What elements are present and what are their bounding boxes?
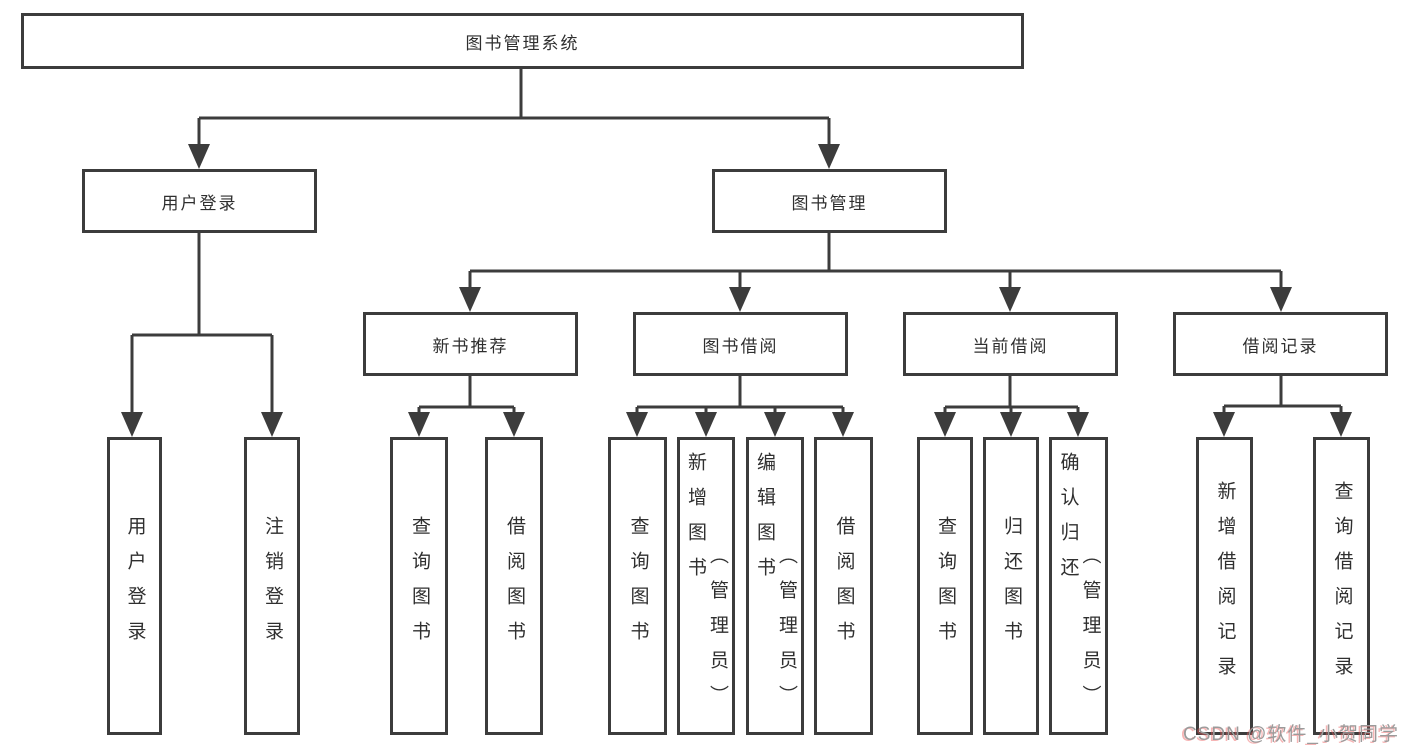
leaf-borrow-books-recommend-label: 借阅图书: [503, 516, 525, 656]
leaf-edit-books-admin: 编辑图书 （管理员）: [746, 437, 804, 735]
leaf-add-borrow-record-label: 新增借阅记录: [1214, 481, 1236, 691]
node-root: 图书管理系统: [21, 13, 1024, 69]
node-current-borrow: 当前借阅: [903, 312, 1118, 376]
node-book-borrow-label: 图书借阅: [702, 336, 779, 356]
leaf-query-books-borrow-label: 查询图书: [627, 516, 649, 656]
node-current-borrow-label: 当前借阅: [972, 336, 1049, 356]
leaf-query-books-recommend: 查询图书: [390, 437, 448, 735]
leaf-user-login: 用户登录: [107, 437, 162, 735]
leaf-query-borrow-record: 查询借阅记录: [1313, 437, 1370, 735]
leaf-add-books-admin: 新增图书 （管理员）: [677, 437, 735, 735]
leaf-return-books-label: 归还图书: [1000, 516, 1022, 656]
watermark: CSDN @软件_小贺同学: [1183, 724, 1399, 745]
node-borrow-records-label: 借阅记录: [1242, 336, 1319, 356]
leaf-query-books-recommend-label: 查询图书: [408, 516, 430, 656]
leaf-logout-label: 注销登录: [261, 516, 283, 656]
leaf-edit-books-admin-line2: （管理员）: [775, 545, 797, 720]
node-user-login: 用户登录: [82, 169, 317, 233]
leaf-return-books: 归还图书: [983, 437, 1039, 735]
leaf-add-books-admin-line1: 新增图书: [685, 452, 706, 592]
node-book-management-label: 图书管理: [791, 193, 868, 213]
leaf-add-borrow-record: 新增借阅记录: [1196, 437, 1253, 735]
leaf-query-borrow-record-label: 查询借阅记录: [1331, 481, 1353, 691]
leaf-confirm-return-admin-line1: 确认归还: [1057, 452, 1079, 592]
leaf-edit-books-admin-line1: 编辑图书: [754, 452, 775, 592]
node-book-management: 图书管理: [712, 169, 947, 233]
node-root-label: 图书管理系统: [465, 33, 580, 53]
leaf-confirm-return-admin: 确认归还 （管理员）: [1049, 437, 1108, 735]
node-borrow-records: 借阅记录: [1173, 312, 1388, 376]
node-new-book-recommend-label: 新书推荐: [432, 336, 509, 356]
leaf-query-books-current-label: 查询图书: [934, 516, 956, 656]
leaf-user-login-label: 用户登录: [124, 516, 146, 656]
leaf-query-books-borrow: 查询图书: [608, 437, 667, 735]
leaf-borrow-books-label: 借阅图书: [833, 516, 855, 656]
leaf-borrow-books: 借阅图书: [814, 437, 873, 735]
leaf-add-books-admin-line2: （管理员）: [706, 545, 728, 720]
leaf-logout: 注销登录: [244, 437, 300, 735]
node-book-borrow: 图书借阅: [633, 312, 848, 376]
node-user-login-label: 用户登录: [161, 193, 238, 213]
leaf-confirm-return-admin-line2: （管理员）: [1079, 545, 1101, 720]
leaf-query-books-current: 查询图书: [917, 437, 973, 735]
leaf-borrow-books-recommend: 借阅图书: [485, 437, 543, 735]
node-new-book-recommend: 新书推荐: [363, 312, 578, 376]
